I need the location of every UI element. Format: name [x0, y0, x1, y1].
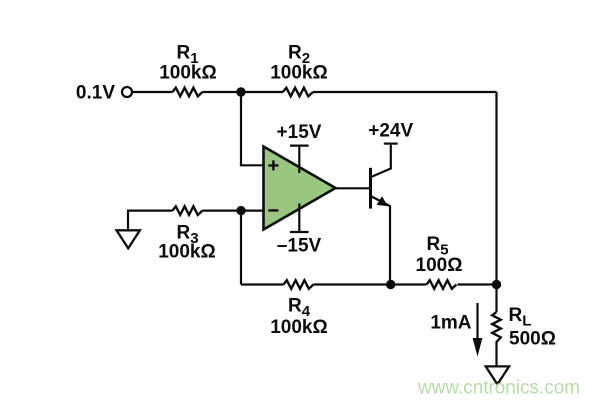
svg-text:0.1V: 0.1V — [76, 83, 115, 104]
svg-text:www.cntronics.com: www.cntronics.com — [417, 377, 580, 399]
svg-text:100kΩ: 100kΩ — [158, 242, 216, 263]
svg-text:–15V: –15V — [277, 235, 322, 256]
svg-text:RL: RL — [509, 305, 532, 330]
svg-text:+24V: +24V — [368, 120, 413, 141]
svg-text:100Ω: 100Ω — [416, 255, 463, 276]
svg-text:500Ω: 500Ω — [509, 328, 556, 349]
svg-text:1mA: 1mA — [430, 312, 471, 333]
svg-text:+15V: +15V — [277, 122, 322, 143]
svg-text:100kΩ: 100kΩ — [270, 317, 328, 338]
svg-text:100kΩ: 100kΩ — [270, 62, 328, 83]
svg-text:100kΩ: 100kΩ — [159, 62, 217, 83]
